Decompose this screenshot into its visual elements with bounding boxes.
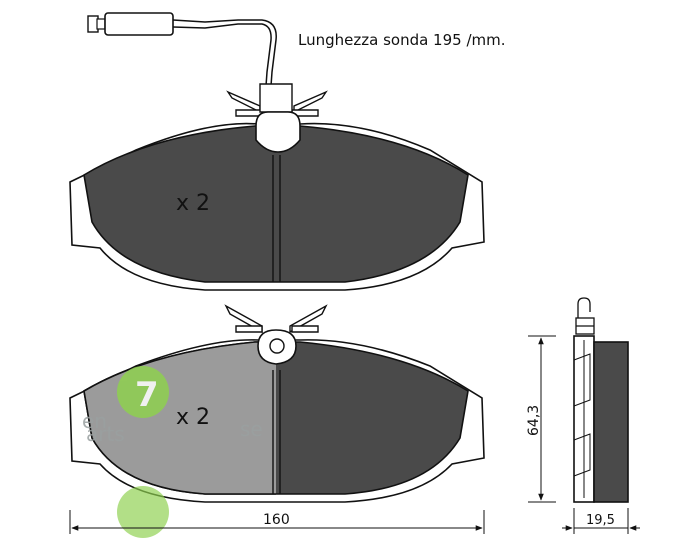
side-friction-block	[593, 341, 629, 503]
thickness-dimension	[562, 508, 640, 534]
top-pad-view	[69, 12, 485, 291]
bottom-pad-view	[69, 304, 485, 503]
height-dimension-label: 64,3	[526, 405, 542, 436]
top-sensor-housing	[255, 111, 301, 153]
thickness-dimension-label: 19,5	[586, 513, 615, 528]
width-dimension	[69, 510, 485, 534]
watermark-logo-circle-lower	[117, 486, 169, 538]
sensor-length-label: Lunghezza sonda 195 /mm.	[298, 31, 506, 49]
wear-sensor	[87, 12, 277, 101]
side-sensor-clip	[575, 297, 595, 335]
width-dimension-label: 160	[263, 512, 290, 528]
svg-text:7: 7	[135, 375, 159, 415]
top-quantity-label: x 2	[176, 191, 210, 216]
height-dimension	[528, 335, 556, 503]
top-spring-clip	[226, 83, 328, 117]
bottom-spring-clip	[224, 304, 328, 334]
watermark-text-se: se	[240, 417, 263, 441]
watermark-text-en: en	[82, 409, 107, 433]
brand-watermark: 7 en arts se	[82, 366, 263, 538]
top-friction-material	[83, 125, 469, 283]
bottom-quantity-label: x 2	[176, 405, 210, 430]
side-profile-view	[573, 297, 629, 503]
watermark-text-arts: arts	[86, 422, 125, 446]
watermark-logo-circle	[117, 366, 169, 418]
